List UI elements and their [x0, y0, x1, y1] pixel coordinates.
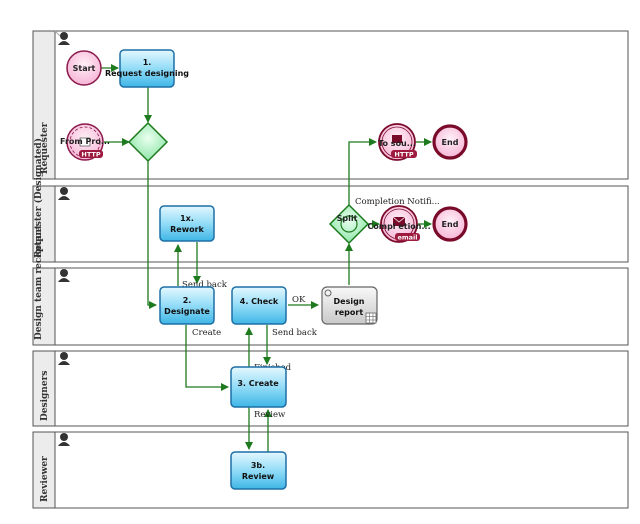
lane-designers: Designers [32, 350, 629, 427]
task-check[interactable]: 4. Check [231, 286, 287, 325]
flow-label-review: Review [254, 410, 286, 420]
http-throw-event[interactable]: To sou... HTTP [378, 123, 417, 161]
email-label: email [397, 234, 417, 242]
task-request-designing-label-2: Request designing [105, 69, 189, 78]
start-event[interactable]: Start [66, 50, 102, 86]
user-icon [58, 269, 70, 282]
end-event-mid[interactable]: End [432, 206, 468, 242]
flow-label-send-back-2: Send back [272, 328, 318, 338]
lane-reviewer: Reviewer [32, 431, 629, 509]
lane-label-reviewer: Reviewer [40, 456, 50, 502]
task-request-designing-label-1: 1. [143, 58, 152, 67]
start-event-label: Start [73, 64, 96, 73]
flow-split-to-tosource [348, 138, 377, 205]
user-icon [58, 352, 70, 365]
flow-label-ok: OK [292, 295, 306, 305]
end-event-top[interactable]: End [432, 124, 468, 160]
split-gateway[interactable]: Split [328, 203, 370, 245]
split-gateway-label: Split [337, 214, 358, 223]
lane-label-designers: Designers [40, 371, 50, 421]
gear-icon [324, 289, 332, 297]
task-review[interactable]: 3b. Review [230, 451, 287, 490]
http-label: HTTP [81, 151, 100, 159]
task-create[interactable]: 3. Create [230, 366, 287, 408]
report-grid-icon [365, 312, 377, 324]
user-icon [58, 433, 70, 446]
task-create-label: 3. Create [237, 379, 279, 388]
task-designate-label-1: 2. [183, 296, 192, 305]
end-event-top-label: End [442, 138, 459, 147]
lane-label-design-team-receptant: Design team receptant [34, 224, 44, 340]
flow-label-create: Create [192, 328, 221, 338]
from-process-label: From Pro... [60, 137, 110, 146]
http-start-event[interactable]: From Pro... HTTP [60, 123, 110, 161]
user-icon [58, 32, 70, 45]
task-review-label-1: 3b. [251, 461, 265, 470]
http-label-2: HTTP [394, 151, 413, 159]
lane-label-requester-designated: Requester (Designated) [33, 138, 44, 258]
exclusive-gateway[interactable] [127, 121, 169, 163]
user-icon [58, 187, 70, 200]
task-design-report-label-2: report [335, 308, 364, 317]
email-throw-event[interactable]: Compl etion... email [367, 205, 431, 243]
flow-label-completion-notification: Completion Notifi... [355, 197, 440, 207]
end-event-mid-label: End [442, 220, 459, 229]
task-design-report-label-1: Design [334, 297, 365, 306]
task-rework[interactable]: 1x. Rework [159, 205, 215, 242]
completion-email-label: Compl etion... [367, 222, 430, 231]
to-source-label: To sou... [378, 139, 416, 148]
task-design-report[interactable]: Design report [321, 286, 378, 325]
task-designate[interactable]: 2. Designate [159, 286, 215, 325]
envelope-icon [392, 216, 406, 226]
flow-designate-to-create [185, 325, 229, 391]
lane-label-requester: Requester [40, 122, 50, 174]
task-rework-label-1: 1x. [180, 214, 194, 223]
task-designate-label-2: Designate [164, 307, 210, 316]
flow-gateway-to-designate [147, 160, 157, 309]
task-rework-label-2: Rework [170, 225, 204, 234]
sequence-flows [101, 64, 432, 452]
task-request-designing[interactable]: 1. Request designing [105, 49, 189, 88]
task-check-label: 4. Check [240, 297, 279, 306]
flow-label-send-back-1: Send back [182, 280, 228, 290]
task-review-label-2: Review [242, 472, 275, 481]
